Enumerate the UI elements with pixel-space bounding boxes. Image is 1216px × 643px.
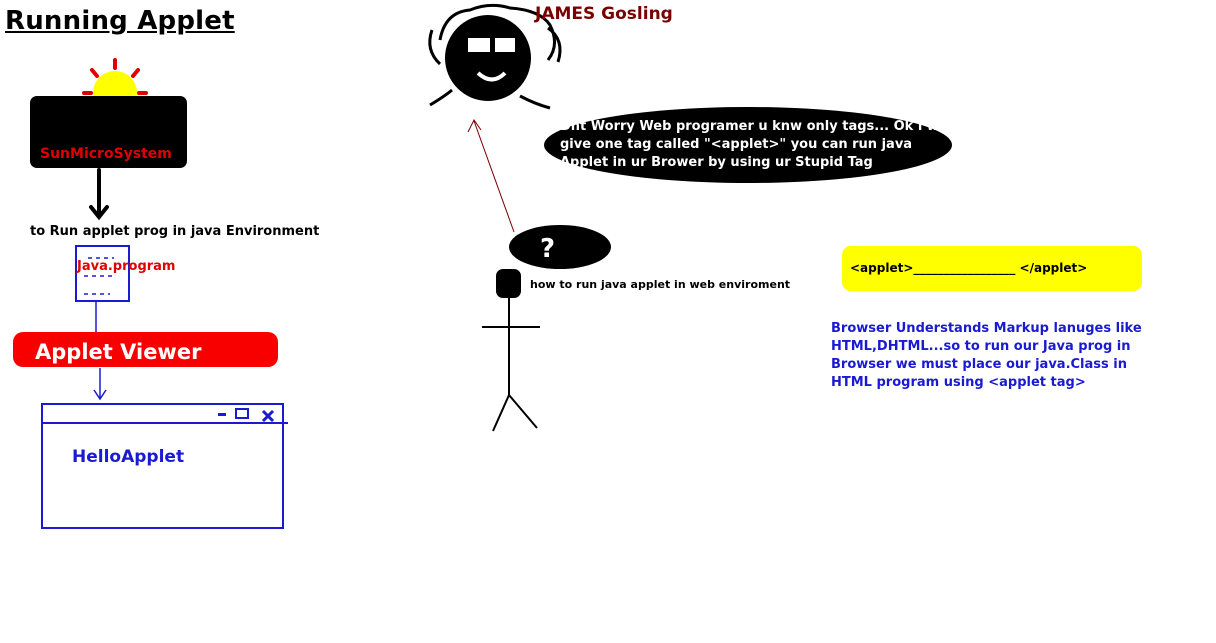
question-mark: ?: [540, 234, 556, 264]
arrow-down-icon: [89, 168, 109, 221]
environment-label: to Run applet prog in java Environment: [30, 224, 320, 239]
code-lines-icon: [84, 257, 114, 295]
sun-box: [30, 96, 187, 168]
applet-viewer-bar: [13, 332, 278, 367]
stick-figure-icon: [482, 269, 540, 432]
stick-figure-caption: how to run java applet in web enviroment: [530, 278, 791, 291]
speech-bubble: [544, 107, 952, 183]
question-bubble: [509, 225, 611, 269]
java-program-label: Java.program: [77, 259, 176, 274]
gosling-speech: Dnt Worry Web programer u knw only tags.…: [560, 119, 957, 170]
sun-box-label: SunMicroSystem: [40, 146, 172, 162]
close-icon: [261, 409, 275, 423]
minimize-icon: [218, 413, 226, 416]
gosling-face-icon: [428, 3, 562, 110]
hello-applet-window: [41, 403, 284, 529]
applet-tag-text: <applet>_________________ </applet>: [850, 261, 1088, 275]
window-controls: [41, 408, 288, 424]
browser-note: Browser Understands Markup lanuges like …: [831, 321, 1142, 390]
gosling-name: JAMES Gosling: [535, 4, 673, 24]
page-title: Running Applet: [5, 6, 235, 36]
hello-applet-label: HelloApplet: [72, 447, 185, 467]
applet-viewer-label: Applet Viewer: [35, 340, 202, 364]
java-program-box: [75, 245, 130, 302]
connector-java-to-viewer: [93, 302, 107, 401]
maximize-icon: [235, 408, 249, 419]
applet-tag-box: [842, 246, 1142, 291]
question-line: [467, 119, 515, 233]
